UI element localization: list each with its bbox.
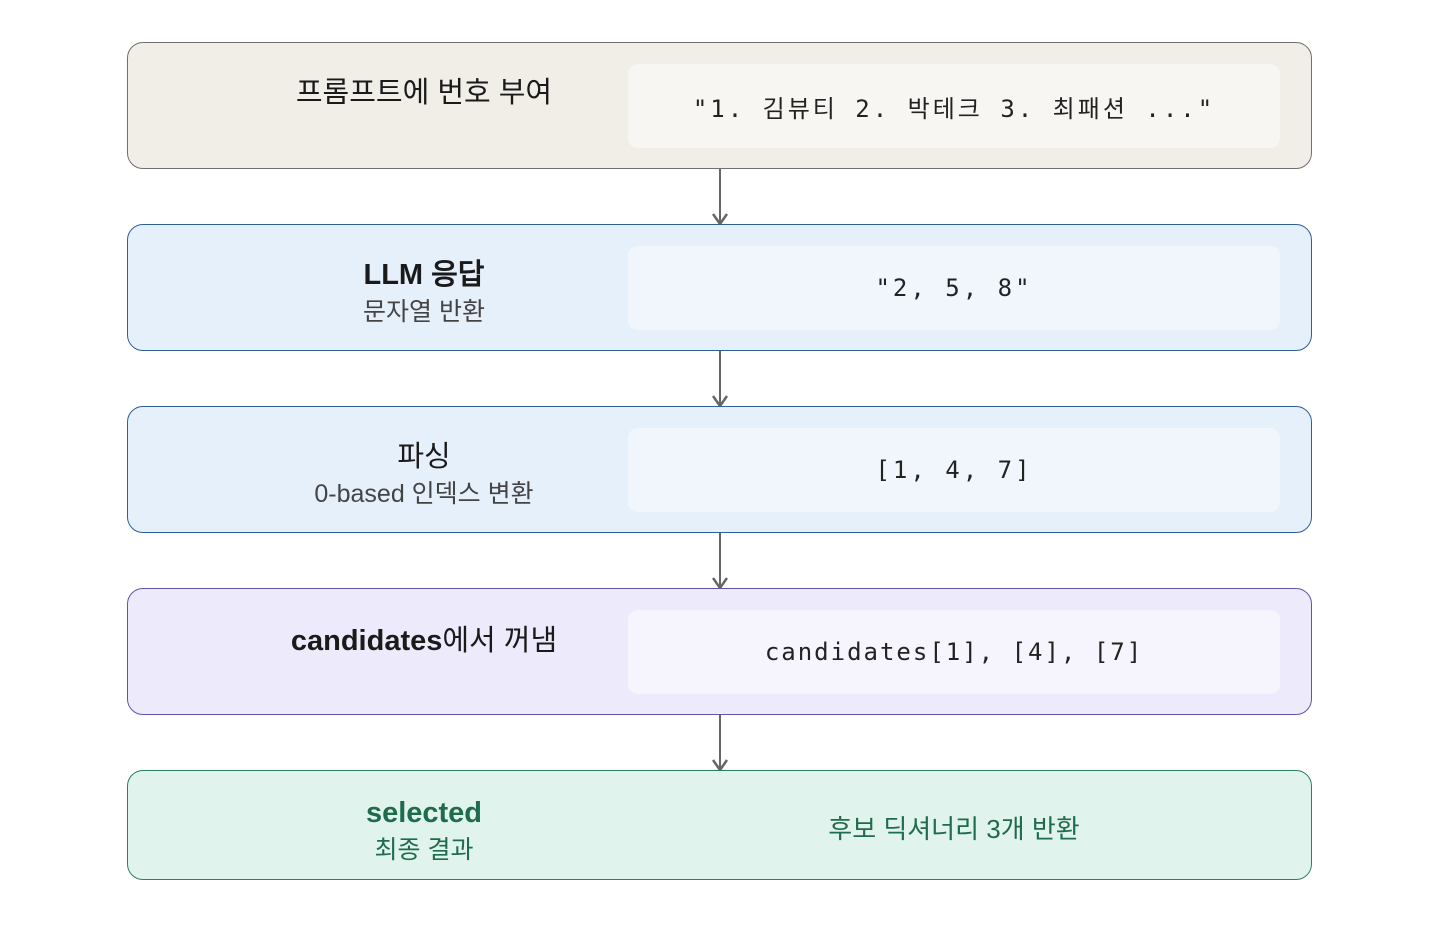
step-subtitle: 최종 결과 xyxy=(374,836,474,864)
connector-arrow xyxy=(712,351,728,408)
step-parsing: 파싱 0-based 인덱스 변환 [1, 4, 7] xyxy=(127,406,1312,533)
step-label: LLM 응답 문자열 반환 xyxy=(128,257,720,329)
step-label: candidates에서 꺼냄 xyxy=(128,623,720,659)
step-detail: "2, 5, 8" xyxy=(875,274,1033,302)
step-detail-panel: candidates[1], [4], [7] xyxy=(628,610,1280,694)
step-detail-panel: "2, 5, 8" xyxy=(628,246,1280,330)
step-title: selected xyxy=(365,797,483,829)
step-detail: [1, 4, 7] xyxy=(875,456,1033,484)
step-selected-result: selected 최종 결과 후보 딕셔너리 3개 반환 xyxy=(127,770,1312,880)
step-label: selected 최종 결과 xyxy=(128,795,720,867)
step-title: LLM 응답 xyxy=(363,259,485,291)
connector-arrow xyxy=(712,533,728,590)
step-extract-candidates: candidates에서 꺼냄 candidates[1], [4], [7] xyxy=(127,588,1312,715)
step-title: 프롬프트에 번호 부여 xyxy=(295,77,553,109)
step-title-code: candidates xyxy=(290,625,443,657)
step-detail: candidates[1], [4], [7] xyxy=(764,638,1144,666)
step-detail: "1. 김뷰티 2. 박테크 3. 최패션 ..." xyxy=(692,94,1216,123)
step-detail: 후보 딕셔너리 3개 반환 xyxy=(828,813,1080,844)
step-detail-panel: 후보 딕셔너리 3개 반환 xyxy=(628,785,1280,869)
step-detail-panel: [1, 4, 7] xyxy=(628,428,1280,512)
connector-arrow xyxy=(712,715,728,772)
connector-arrow xyxy=(712,169,728,226)
step-title: 파싱 xyxy=(397,441,451,473)
step-label: 프롬프트에 번호 부여 xyxy=(128,75,720,111)
step-label: 파싱 0-based 인덱스 변환 xyxy=(128,439,720,511)
step-llm-response: LLM 응답 문자열 반환 "2, 5, 8" xyxy=(127,224,1312,351)
step-subtitle: 문자열 반환 xyxy=(363,298,485,326)
step-subtitle: 0-based 인덱스 변환 xyxy=(314,480,534,508)
step-title: candidates에서 꺼냄 xyxy=(128,623,720,659)
step-detail-panel: "1. 김뷰티 2. 박테크 3. 최패션 ..." xyxy=(628,64,1280,148)
step-title-rest: 에서 꺼냄 xyxy=(442,625,558,657)
step-prompt-numbering: 프롬프트에 번호 부여 "1. 김뷰티 2. 박테크 3. 최패션 ..." xyxy=(127,42,1312,169)
